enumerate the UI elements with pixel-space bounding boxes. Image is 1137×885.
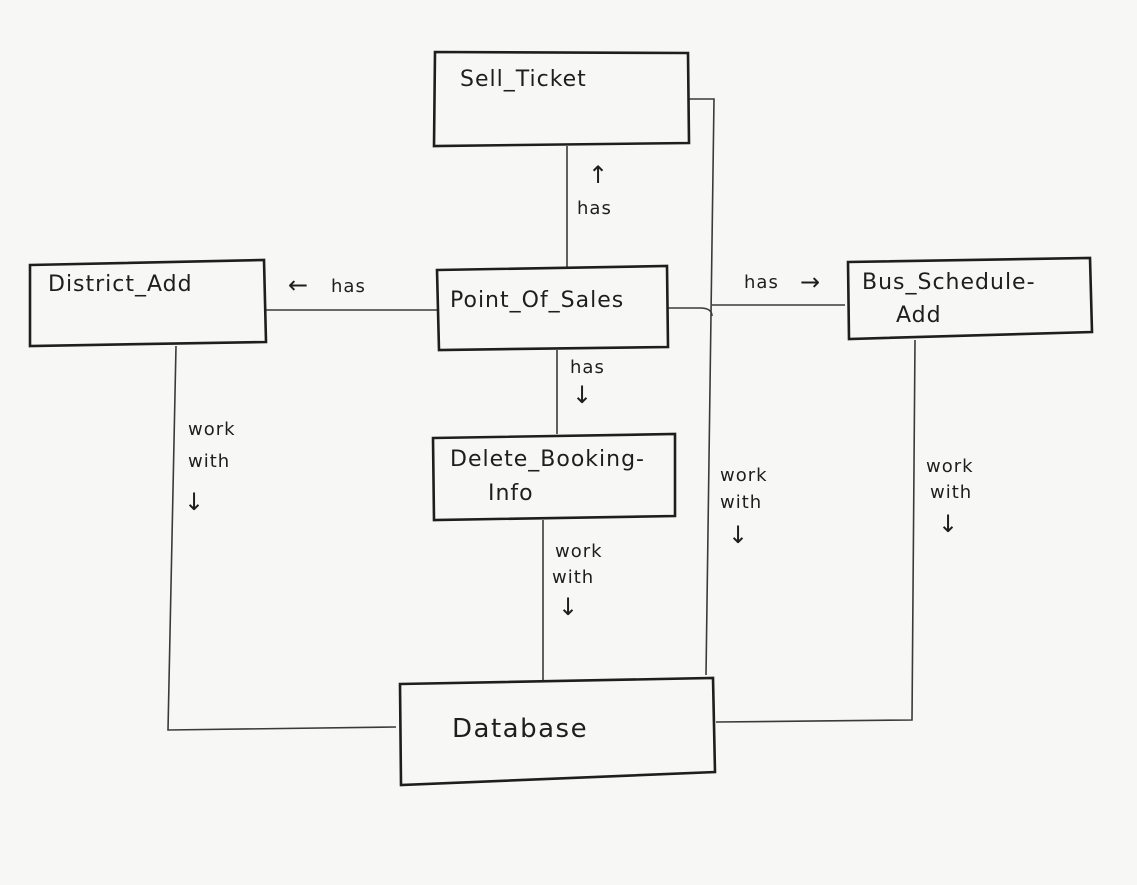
- edge-label-district-database-line1: work: [188, 419, 236, 440]
- edge-sell-ticket-database: [688, 98, 715, 676]
- edge-label-delete-booking-database-line2: with: [552, 567, 594, 588]
- up-arrow-icon: ↑: [588, 161, 608, 189]
- node-database-label: Database: [452, 714, 588, 744]
- down-arrow-icon: ↓: [558, 593, 578, 621]
- edge-bus-schedule-database: [715, 339, 916, 723]
- node-database: Database: [398, 676, 717, 787]
- edge-label-district-database: work with ↓: [184, 419, 236, 516]
- node-point-of-sales: Point_Of_Sales: [435, 264, 670, 352]
- edge-district-database: [167, 345, 397, 731]
- node-sell-ticket: Sell_Ticket: [432, 50, 691, 148]
- edge-label-delete-booking-database: work with ↓: [552, 541, 603, 621]
- node-sell-ticket-label: Sell_Ticket: [460, 67, 587, 92]
- edge-label-delete-booking-database-line1: work: [555, 541, 603, 562]
- edge-label-pos-district-text: has: [331, 276, 366, 297]
- node-delete-booking-label-line1: Delete_Booking-: [450, 447, 645, 472]
- edge-label-pos-bus-schedule-text: has: [744, 272, 779, 293]
- edge-label-sell-ticket-database-line2: with: [720, 492, 762, 513]
- down-arrow-icon: ↓: [184, 488, 204, 516]
- edge-pos-bus-schedule: [667, 304, 845, 317]
- node-bus-schedule-add-label-line2: Add: [896, 303, 942, 328]
- node-delete-booking-label-line2: Info: [488, 481, 534, 506]
- edge-label-pos-bus-schedule: has →: [744, 268, 820, 296]
- node-district-add: District_Add: [28, 258, 268, 348]
- down-arrow-icon: ↓: [728, 521, 748, 549]
- right-arrow-icon: →: [800, 268, 820, 296]
- connectors: [167, 98, 916, 731]
- edge-label-pos-delete-booking: has ↓: [570, 357, 605, 409]
- edge-label-pos-sell-ticket: ↑ has: [577, 161, 612, 219]
- edge-label-pos-district: ← has: [288, 271, 366, 299]
- edge-label-sell-ticket-database-line1: work: [720, 465, 768, 486]
- node-bus-schedule-add-label-line1: Bus_Schedule-: [862, 270, 1036, 295]
- edge-label-sell-ticket-database: work with ↓: [720, 465, 768, 549]
- edge-label-pos-sell-ticket-text: has: [577, 198, 612, 219]
- edge-label-pos-delete-booking-text: has: [570, 357, 605, 378]
- node-delete-booking-info: Delete_Booking- Info: [431, 432, 677, 522]
- node-bus-schedule-add: Bus_Schedule- Add: [846, 256, 1094, 341]
- down-arrow-icon: ↓: [572, 381, 592, 409]
- edge-label-bus-schedule-database: work with ↓: [926, 456, 974, 538]
- node-district-add-label: District_Add: [48, 272, 193, 297]
- edge-label-bus-schedule-database-line1: work: [926, 456, 974, 477]
- edge-label-district-database-line2: with: [188, 451, 230, 472]
- edge-label-bus-schedule-database-line2: with: [930, 482, 972, 503]
- down-arrow-icon: ↓: [938, 510, 958, 538]
- left-arrow-icon: ←: [288, 271, 308, 299]
- node-point-of-sales-label: Point_Of_Sales: [450, 288, 624, 313]
